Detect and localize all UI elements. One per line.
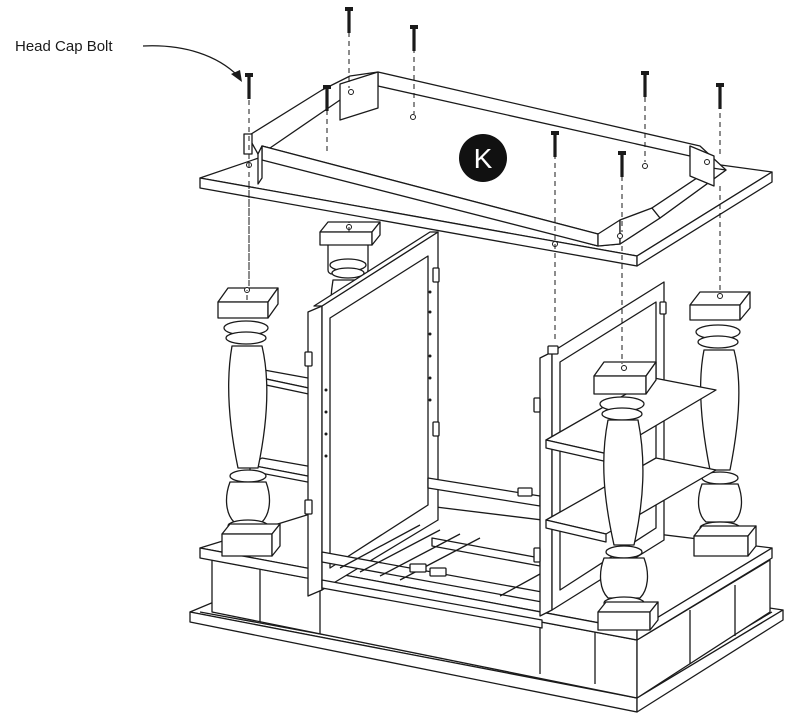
step-badge-circle: [459, 134, 507, 182]
bolt-icon: [245, 73, 253, 99]
callout-label: Head Cap Bolt: [15, 38, 113, 55]
callout-arrow: [142, 45, 239, 77]
alignment-lines: [246, 32, 721, 364]
bolt-icon: [345, 7, 353, 33]
post-front-left: [217, 287, 281, 557]
step-badge: K: [459, 134, 507, 182]
bolt-icon: [641, 71, 649, 97]
bolt-icon: [716, 83, 724, 109]
bottom-rails: [321, 477, 543, 629]
bolt-icon: [410, 25, 418, 51]
head-cap-bolt-callout: Head Cap Bolt: [15, 38, 242, 82]
arrow-head-icon: [231, 70, 242, 82]
left-side-frame: [304, 231, 440, 597]
step-letter: K: [474, 143, 493, 174]
post-front-right: [593, 361, 659, 631]
post-back-right: [689, 291, 757, 557]
